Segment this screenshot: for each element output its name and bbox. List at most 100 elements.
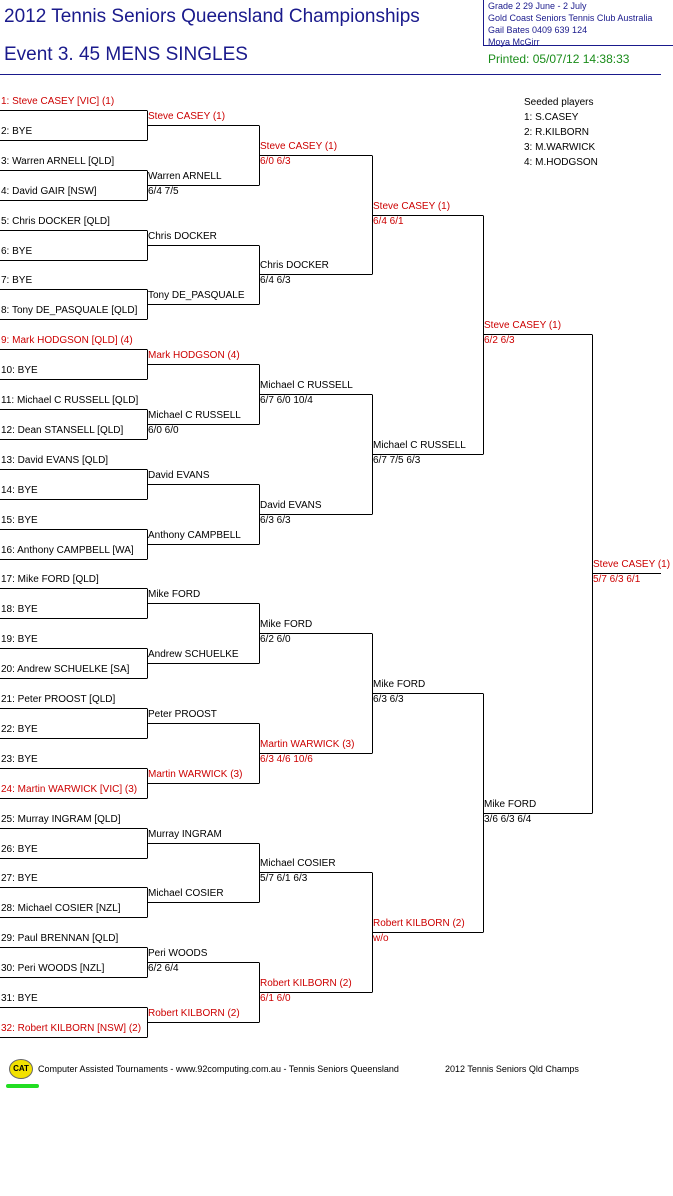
bracket-player-name: 16: Anthony CAMPBELL [WA]	[1, 545, 134, 556]
bracket-score: 6/3 4/6 10/6	[260, 754, 313, 765]
bracket-player-name: Mike FORD	[484, 799, 537, 810]
bracket-player-name: Michael COSIER	[260, 858, 336, 869]
bracket-player-name: 12: Dean STANSELL [QLD]	[1, 425, 124, 436]
bracket-player-name: 4: David GAIR [NSW]	[1, 186, 97, 197]
bracket-score: 5/7 6/1 6/3	[260, 873, 308, 884]
bracket-score: 6/2 6/4	[148, 963, 179, 974]
bracket-score: 6/4 6/3	[260, 275, 291, 286]
footer-credit: Computer Assisted Tournaments - www.92co…	[38, 1064, 399, 1074]
bracket-score: 6/7 6/0 10/4	[260, 395, 313, 406]
bracket-player-name: 32: Robert KILBORN [NSW] (2)	[1, 1023, 142, 1034]
bracket-player-name: Robert KILBORN (2)	[148, 1008, 240, 1019]
bracket-player-name: Chris DOCKER	[260, 260, 329, 271]
bracket-score: 6/4 7/5	[148, 186, 179, 197]
logo-underline	[6, 1084, 39, 1088]
bracket-player-name: Michael C RUSSELL	[373, 440, 466, 451]
bracket-player-name: 5: Chris DOCKER [QLD]	[1, 216, 110, 227]
bracket-player-name: David EVANS	[260, 500, 322, 511]
bracket-player-name: Peri WOODS	[148, 948, 208, 959]
bracket-player-name: Mike FORD	[148, 589, 201, 600]
bracket-player-name: Tony DE_PASQUALE	[148, 290, 245, 301]
seeded-item: 4: M.HODGSON	[524, 157, 598, 168]
bracket-score: 5/7 6/3 6/1	[593, 574, 641, 585]
bracket-score: 6/3 6/3	[260, 515, 291, 526]
bracket-score: 6/7 7/5 6/3	[373, 455, 421, 466]
bracket-player-name: 24: Martin WARWICK [VIC] (3)	[1, 784, 138, 795]
seeded-item: 2: R.KILBORN	[524, 127, 590, 138]
bracket-player-name: Steve CASEY (1)	[593, 559, 671, 570]
bracket-player-name: Robert KILBORN (2)	[373, 918, 465, 929]
bracket-player-name: David EVANS	[148, 470, 210, 481]
page-title: 2012 Tennis Seniors Queensland Champions…	[4, 6, 420, 27]
bracket-player-name: Chris DOCKER	[148, 231, 217, 242]
bracket-player-name: Mike FORD	[260, 619, 313, 630]
bracket-score: 3/6 6/3 6/4	[484, 814, 532, 825]
bracket-player-name: 8: Tony DE_PASQUALE [QLD]	[1, 305, 138, 316]
footer-event: 2012 Tennis Seniors Qld Champs	[445, 1064, 579, 1074]
bracket-player-name: 11: Michael C RUSSELL [QLD]	[1, 395, 139, 406]
bracket-player-name: Martin WARWICK (3)	[148, 769, 243, 780]
bracket-score: 6/2 6/3	[484, 335, 515, 346]
bracket-score: 6/1 6/0	[260, 993, 291, 1004]
bracket-player-name: 17: Mike FORD [QLD]	[1, 574, 99, 585]
header-divider	[0, 74, 661, 75]
bracket-player-name: 13: David EVANS [QLD]	[1, 455, 109, 466]
bracket-player-name: Michael C RUSSELL	[260, 380, 353, 391]
bracket-player-name: Steve CASEY (1)	[484, 320, 562, 331]
bracket-player-name: Robert KILBORN (2)	[260, 978, 352, 989]
bracket-player-name: Andrew SCHUELKE	[148, 649, 239, 660]
bracket-player-name: 10: BYE	[1, 365, 38, 376]
bracket-player-name: Steve CASEY (1)	[260, 141, 338, 152]
bracket-score: 6/0 6/0	[148, 425, 179, 436]
bracket-player-name: 31: BYE	[1, 993, 38, 1004]
bracket-player-name: 23: BYE	[1, 754, 38, 765]
bracket-player-name: Murray INGRAM	[148, 829, 222, 840]
bracket-score: 6/2 6/0	[260, 634, 291, 645]
bracket-player-name: Mark HODGSON (4)	[148, 350, 240, 361]
info-line-venue: Gold Coast Seniors Tennis Club Australia	[488, 13, 653, 23]
bracket-player-name: 20: Andrew SCHUELKE [SA]	[1, 664, 130, 675]
bracket-player-name: Martin WARWICK (3)	[260, 739, 355, 750]
bracket-player-name: 30: Peri WOODS [NZL]	[1, 963, 105, 974]
seeded-title: Seeded players	[524, 97, 594, 108]
bracket-player-name: 1: Steve CASEY [VIC] (1)	[1, 96, 115, 107]
bracket-player-name: 14: BYE	[1, 485, 38, 496]
info-line-contact: Gail Bates 0409 639 124	[488, 25, 588, 35]
bracket-player-name: Peter PROOST	[148, 709, 217, 720]
info-line-referee: Moya McGirr	[488, 37, 540, 47]
printed-timestamp: Printed: 05/07/12 14:38:33	[488, 52, 630, 66]
bracket-player-name: Anthony CAMPBELL	[148, 530, 241, 541]
bracket-score: 6/4 6/1	[373, 216, 404, 227]
bracket-score: w/o	[373, 933, 389, 944]
bracket-player-name: 21: Peter PROOST [QLD]	[1, 694, 116, 705]
bracket-player-name: 2: BYE	[1, 126, 33, 137]
bracket-player-name: Michael C RUSSELL	[148, 410, 241, 421]
bracket-player-name: 28: Michael COSIER [NZL]	[1, 903, 121, 914]
seeded-item: 1: S.CASEY	[524, 112, 579, 123]
bracket-player-name: 27: BYE	[1, 873, 38, 884]
bracket-player-name: 26: BYE	[1, 844, 38, 855]
bracket-player-name: 18: BYE	[1, 604, 38, 615]
bracket-player-name: 15: BYE	[1, 515, 38, 526]
bracket-player-name: Michael COSIER	[148, 888, 224, 899]
bracket-score: 6/0 6/3	[260, 156, 291, 167]
cat-logo: CAT	[9, 1059, 33, 1079]
tournament-info-box: Grade 2 29 June - 2 July Gold Coast Seni…	[483, 0, 673, 47]
seeded-item: 3: M.WARWICK	[524, 142, 596, 153]
bracket-player-name: Steve CASEY (1)	[373, 201, 451, 212]
bracket-player-name: 29: Paul BRENNAN [QLD]	[1, 933, 119, 944]
bracket-player-name: 6: BYE	[1, 246, 33, 257]
bracket-player-name: 19: BYE	[1, 634, 38, 645]
bracket-player-name: Steve CASEY (1)	[148, 111, 226, 122]
bracket-player-name: 9: Mark HODGSON [QLD] (4)	[1, 335, 133, 346]
info-line-grade: Grade 2 29 June - 2 July	[488, 1, 587, 11]
bracket-player-name: 3: Warren ARNELL [QLD]	[1, 156, 115, 167]
bracket-player-name: 7: BYE	[1, 275, 33, 286]
seeded-players-list: Seeded players 1: S.CASEY 2: R.KILBORN 3…	[524, 95, 598, 170]
bracket-score: 6/3 6/3	[373, 694, 404, 705]
bracket-player-name: 22: BYE	[1, 724, 38, 735]
bracket-player-name: 25: Murray INGRAM [QLD]	[1, 814, 121, 825]
event-title: Event 3. 45 MENS SINGLES	[4, 44, 248, 65]
